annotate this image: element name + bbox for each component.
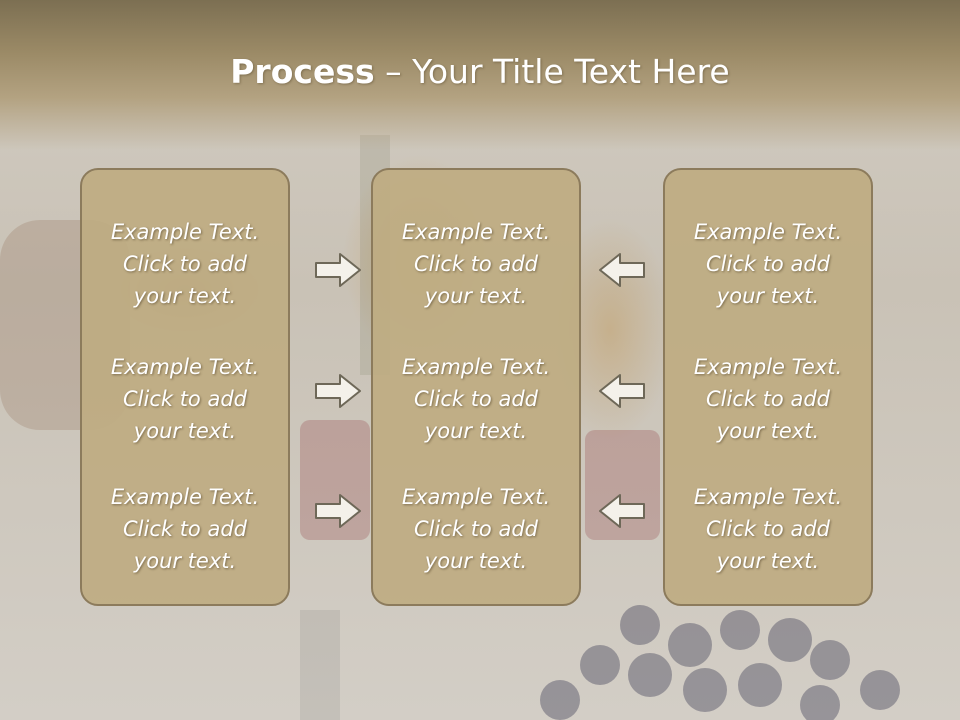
text-line: Click to add <box>413 252 538 276</box>
text-line: Example Text. <box>110 485 260 509</box>
text-line: Click to add <box>122 252 247 276</box>
right-arrow-icon[interactable] <box>314 493 362 529</box>
text-line: your text. <box>133 419 237 443</box>
text-line: Click to add <box>705 517 830 541</box>
text-line: your text. <box>133 284 237 308</box>
slide-title[interactable]: Process – Your Title Text Here <box>0 52 960 91</box>
process-box-left[interactable]: Example Text. Click to add your text. Ex… <box>80 168 290 606</box>
title-band <box>0 0 960 150</box>
text-line: your text. <box>424 549 528 573</box>
text-placeholder[interactable]: Example Text. Click to add your text. <box>665 351 871 447</box>
text-placeholder[interactable]: Example Text. Click to add your text. <box>373 481 579 577</box>
text-line: your text. <box>716 419 820 443</box>
text-line: Click to add <box>705 252 830 276</box>
left-arrow-icon[interactable] <box>598 493 646 529</box>
text-line: Click to add <box>413 387 538 411</box>
text-line: Example Text. <box>110 355 260 379</box>
text-line: your text. <box>716 284 820 308</box>
left-arrow-icon[interactable] <box>598 373 646 409</box>
text-line: Click to add <box>122 387 247 411</box>
text-placeholder[interactable]: Example Text. Click to add your text. <box>665 216 871 312</box>
title-rest: – Your Title Text Here <box>374 52 730 91</box>
text-placeholder[interactable]: Example Text. Click to add your text. <box>82 351 288 447</box>
text-placeholder[interactable]: Example Text. Click to add your text. <box>373 216 579 312</box>
text-line: your text. <box>133 549 237 573</box>
text-line: your text. <box>424 419 528 443</box>
text-placeholder[interactable]: Example Text. Click to add your text. <box>82 216 288 312</box>
right-arrow-icon[interactable] <box>314 252 362 288</box>
right-arrow-icon[interactable] <box>314 373 362 409</box>
text-line: your text. <box>424 284 528 308</box>
text-line: Example Text. <box>693 485 843 509</box>
process-box-right[interactable]: Example Text. Click to add your text. Ex… <box>663 168 873 606</box>
text-line: Example Text. <box>110 220 260 244</box>
text-placeholder[interactable]: Example Text. Click to add your text. <box>665 481 871 577</box>
text-line: Example Text. <box>401 355 551 379</box>
text-line: your text. <box>716 549 820 573</box>
title-bold: Process <box>230 52 375 91</box>
text-line: Example Text. <box>693 220 843 244</box>
text-line: Click to add <box>122 517 247 541</box>
text-placeholder[interactable]: Example Text. Click to add your text. <box>82 481 288 577</box>
text-line: Click to add <box>413 517 538 541</box>
text-line: Example Text. <box>401 485 551 509</box>
text-line: Click to add <box>705 387 830 411</box>
left-arrow-icon[interactable] <box>598 252 646 288</box>
text-line: Example Text. <box>693 355 843 379</box>
text-line: Example Text. <box>401 220 551 244</box>
process-box-center[interactable]: Example Text. Click to add your text. Ex… <box>371 168 581 606</box>
text-placeholder[interactable]: Example Text. Click to add your text. <box>373 351 579 447</box>
